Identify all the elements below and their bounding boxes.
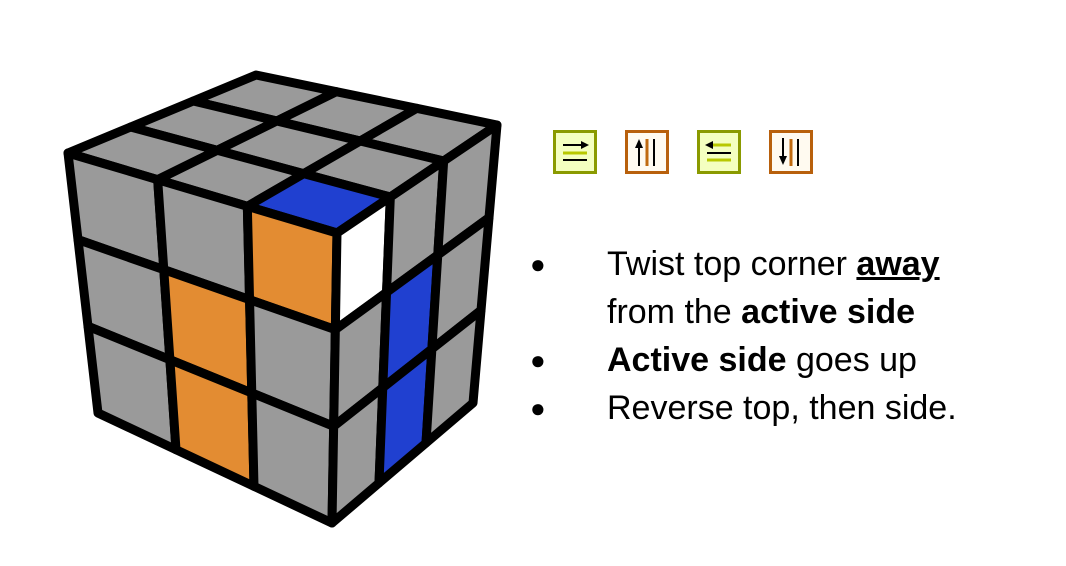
bullet: ● [530,345,546,375]
rubiks-cube-diagram [63,70,502,528]
move-left-column-down-icon [769,130,813,174]
right-sticker-gray [421,305,486,448]
list-item: ● Active side goes up [530,336,1047,384]
bullet: ● [530,393,546,423]
list-item: ● Reverse top, then side. [530,384,1047,432]
bullet: ● [530,249,546,279]
move-left-column-up-icon [625,130,669,174]
move-left-top-row-icon [697,130,741,174]
move-right-top-row-icon [553,130,597,174]
move-icons [553,130,813,174]
